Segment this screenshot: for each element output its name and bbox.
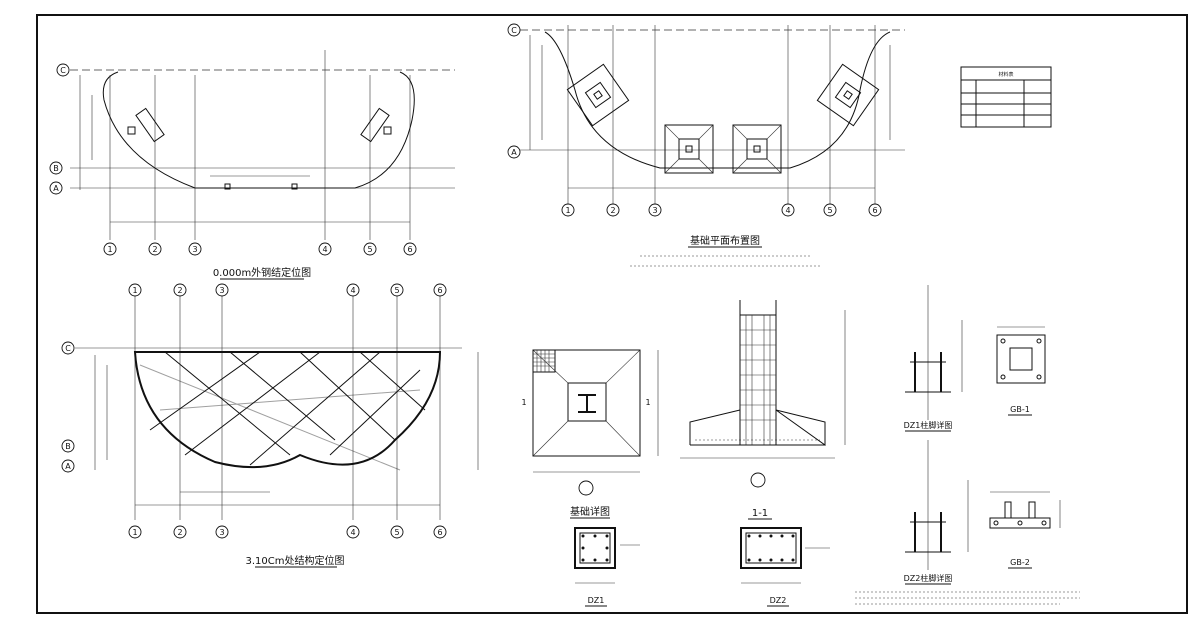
axis-label: 5	[394, 286, 399, 295]
title-foundation-plan: 基础平面布置图	[690, 234, 760, 247]
axis-label: 6	[407, 245, 412, 254]
title-310-structure: 3.10Cm处结构定位图	[246, 554, 345, 567]
axis-label: 5	[827, 206, 832, 215]
gb1-plate	[996, 326, 1046, 384]
axis-label: 6	[437, 528, 442, 537]
axis-label: 6	[437, 286, 442, 295]
axis-label: B	[65, 442, 71, 451]
title-section-1-1: 1-1	[752, 508, 768, 519]
dz1-section	[574, 527, 640, 584]
title-gb1: GB-1	[1010, 405, 1030, 414]
axis-label: 1	[565, 206, 570, 215]
plan-foundation	[520, 25, 905, 205]
title-dz2-foot: DZ2柱脚详图	[904, 573, 953, 583]
axis-label: 3	[192, 245, 197, 254]
axis-label: 3	[219, 286, 224, 295]
axis-label: A	[65, 462, 71, 471]
axis-label: 4	[322, 245, 327, 254]
axis-label: C	[511, 26, 517, 35]
title-steel-position: 0.000m外钢结定位图	[213, 266, 311, 279]
axis-bubbles-steel-position: C B A 1 2 3 4 5 6	[49, 63, 417, 256]
table-title: 材料表	[998, 71, 1013, 78]
axis-bubbles-foundation: C A 1 2 3 4 5 6	[507, 23, 882, 217]
axis-label: C	[65, 344, 71, 353]
sheet-border	[36, 14, 1188, 614]
axis-label: 3	[652, 206, 657, 215]
section-1-1-drawing	[680, 300, 846, 488]
material-table: 材料表	[960, 66, 1052, 128]
axis-label: 1	[132, 528, 137, 537]
axis-label: B	[53, 164, 59, 173]
axis-label: 4	[350, 286, 355, 295]
dz2-section	[740, 527, 830, 584]
axis-label: A	[53, 184, 59, 193]
general-notes	[855, 591, 1080, 605]
axis-label: 1	[107, 245, 112, 254]
dz1-foot-detail	[905, 285, 963, 420]
title-dz2: DZ2	[770, 596, 787, 605]
plan-steel-position	[70, 50, 455, 240]
title-gb2: GB-2	[1010, 558, 1030, 567]
plan-310-structure	[75, 295, 479, 520]
foundation-detail-drawing: 1 1	[521, 349, 659, 496]
axis-label: 2	[610, 206, 615, 215]
axis-label: 4	[350, 528, 355, 537]
axis-bubbles-310: C B A 1 2 3 4 5 6 1 2 3 4 5 6	[61, 283, 447, 539]
axis-label: 5	[367, 245, 372, 254]
axis-label: 2	[177, 528, 182, 537]
section-tag: 1	[645, 398, 650, 407]
title-foundation-detail: 基础详图	[570, 505, 610, 518]
section-tag: 1	[521, 398, 526, 407]
axis-label: 6	[872, 206, 877, 215]
axis-label: 5	[394, 528, 399, 537]
foundation-notes	[630, 255, 820, 267]
axis-label: 3	[219, 528, 224, 537]
axis-label: A	[511, 148, 517, 157]
axis-label: 2	[177, 286, 182, 295]
title-dz1-foot: DZ1柱脚详图	[904, 420, 953, 430]
axis-label: 1	[132, 286, 137, 295]
axis-label: C	[60, 66, 66, 75]
axis-label: 4	[785, 206, 790, 215]
dz2-foot-detail	[905, 440, 969, 570]
title-dz1: DZ1	[588, 596, 605, 605]
axis-label: 2	[152, 245, 157, 254]
gb2-plate	[989, 491, 1061, 529]
